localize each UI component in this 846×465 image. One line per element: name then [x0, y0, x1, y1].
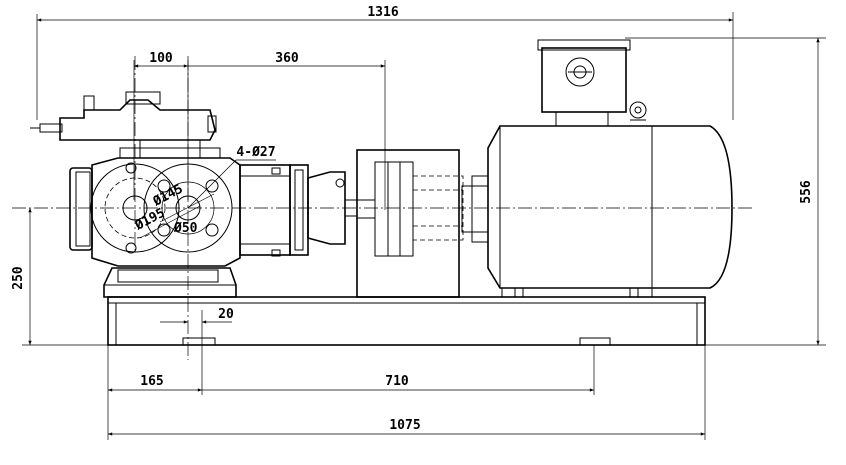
- dim-foot-offset: 20: [160, 307, 234, 395]
- dim-base-length: 1075: [108, 345, 706, 440]
- dim-shaft-offset-label: 360: [275, 51, 299, 66]
- dim-bolt-holes-label: 4-Ø27: [236, 145, 275, 160]
- dim-overall-length-label: 1316: [367, 5, 398, 20]
- dim-foot-offset-label: 20: [218, 307, 234, 322]
- dim-overall-height-label: 556: [799, 180, 814, 204]
- base-frame: [107, 296, 706, 346]
- coupling-guard: [356, 149, 464, 298]
- dim-overall-height: 556: [625, 37, 826, 346]
- dim-shaft-offset: 360: [188, 51, 386, 210]
- dim-mount-spacing-label: 710: [385, 374, 409, 389]
- dim-bore-offset: 100: [133, 51, 189, 200]
- electric-motor: [461, 39, 733, 298]
- dim-centre-height: 250: [11, 208, 110, 346]
- dim-bore-offset-label: 100: [149, 51, 173, 66]
- dim-base-length-label: 1075: [389, 418, 420, 433]
- dim-overall-length: 1316: [36, 5, 734, 120]
- dim-mount-start: 165: [107, 345, 202, 440]
- screw-pump: [30, 91, 358, 298]
- bore-dimensions: 4-Ø27 Ø145 Ø195 Ø50: [132, 145, 276, 239]
- centre-lines: [12, 56, 752, 360]
- dim-mount-start-label: 165: [140, 374, 163, 389]
- dim-bore-label: Ø50: [173, 221, 198, 236]
- dim-centre-height-label: 250: [11, 266, 26, 290]
- dim-mount-spacing: 710: [202, 345, 595, 395]
